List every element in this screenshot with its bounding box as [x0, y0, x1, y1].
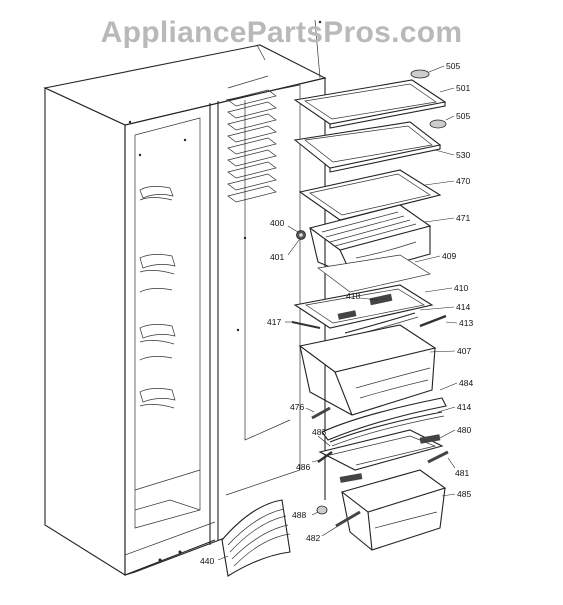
callout-483: 483: [312, 427, 326, 437]
callout-417: 417: [267, 317, 281, 327]
callout-401: 401: [270, 252, 284, 262]
callout-labels: 505 501 505 530 470 471 400 401 409 410 …: [200, 61, 473, 566]
callout-482: 482: [306, 533, 320, 543]
callout-481: 481: [455, 468, 469, 478]
callout-400: 400: [270, 218, 284, 228]
refrigerator-cabinet: [43, 19, 327, 576]
callout-418: 418: [346, 291, 360, 301]
callout-484: 484: [459, 378, 473, 388]
callout-414-upper: 414: [456, 302, 470, 312]
callout-488: 488: [292, 510, 306, 520]
callout-485: 485: [457, 489, 471, 499]
callout-413: 413: [459, 318, 473, 328]
callout-530: 530: [456, 150, 470, 160]
callout-440: 440: [200, 556, 214, 566]
callout-407: 407: [457, 346, 471, 356]
callout-486: 486: [296, 462, 310, 472]
callout-501: 501: [456, 83, 470, 93]
callout-505-top: 505: [446, 61, 460, 71]
callout-470: 470: [456, 176, 470, 186]
callout-471: 471: [456, 213, 470, 223]
shelf-assembly: [221, 69, 449, 577]
callout-505-second: 505: [456, 111, 470, 121]
callout-414-lower: 414: [457, 402, 471, 412]
watermark: AppliancePartsPros.com: [100, 16, 463, 49]
callout-476: 476: [290, 402, 304, 412]
callout-480: 480: [457, 425, 471, 435]
callout-410: 410: [454, 283, 468, 293]
callout-leaders: [217, 65, 458, 561]
callout-409: 409: [442, 251, 456, 261]
